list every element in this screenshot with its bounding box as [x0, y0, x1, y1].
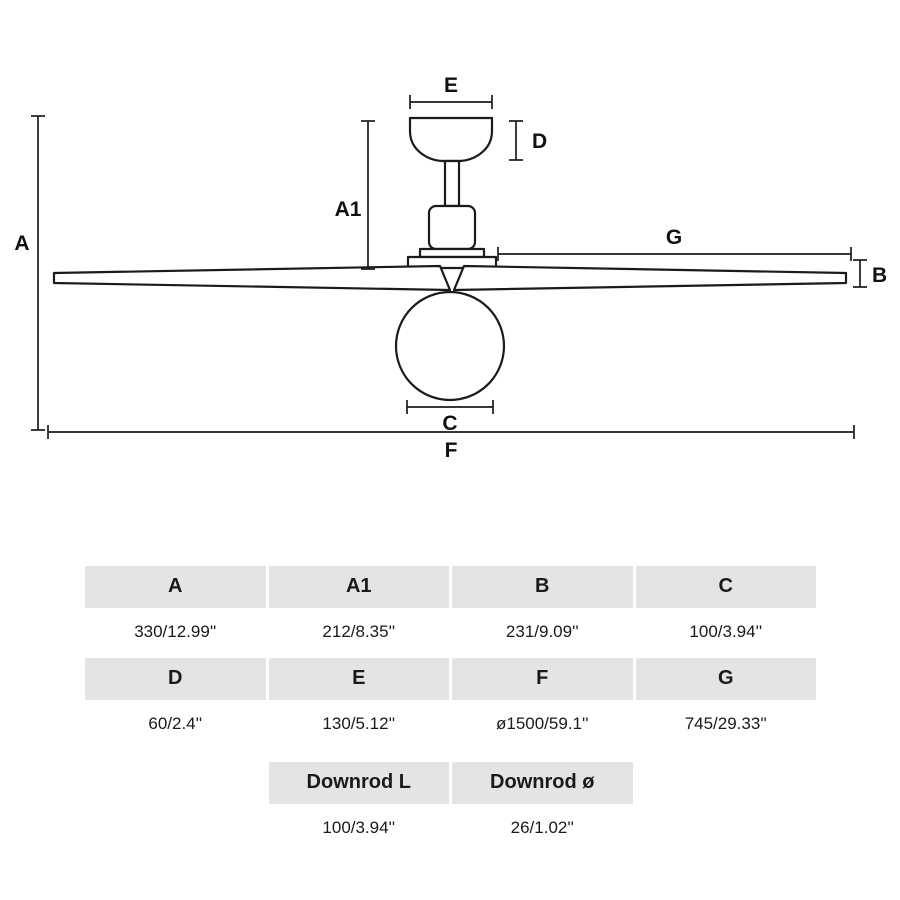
value-cell-e: 130/5.12''	[322, 714, 396, 733]
table-value-row-downrod: 100/3.94'' 26/1.02''	[85, 804, 816, 854]
header-cell-f: F	[452, 658, 633, 700]
dim-E: E	[409, 74, 493, 109]
motor-housing	[427, 204, 477, 251]
dim-A: A	[14, 115, 45, 431]
fan-canopy	[408, 116, 494, 163]
dim-D: D	[509, 120, 547, 161]
empty-cell	[85, 762, 266, 804]
header-cell-a: A	[85, 566, 266, 608]
table-value-row: 330/12.99'' 212/8.35'' 231/9.09'' 100/3.…	[85, 608, 816, 658]
dim-A1: A1	[335, 120, 375, 270]
value-cell-f: ø1500/59.1''	[495, 714, 589, 733]
table-header-row: A A1 B C	[85, 566, 816, 608]
empty-cell	[85, 804, 266, 854]
value-cell-downrod-d: 26/1.02''	[510, 818, 574, 837]
dim-C: C	[406, 400, 494, 435]
motor-flange-top	[418, 247, 486, 259]
table-header-row-downrod: Downrod L Downrod ø	[85, 762, 816, 804]
header-cell-d: D	[85, 658, 266, 700]
empty-cell	[636, 762, 817, 804]
value-cell-a1: 212/8.35''	[322, 622, 396, 641]
value-cell-downrod-l: 100/3.94''	[322, 818, 396, 837]
fan-downrod	[443, 159, 461, 208]
empty-cell	[636, 804, 817, 854]
header-cell-g: G	[635, 658, 816, 700]
fan-blade-right	[452, 264, 848, 292]
value-cell-g: 745/29.33''	[684, 714, 767, 733]
value-cell-b: 231/9.09''	[505, 622, 579, 641]
dim-F-label: F	[445, 439, 458, 462]
table-value-row: 60/2.4'' 130/5.12'' ø1500/59.1'' 745/29.…	[85, 700, 816, 750]
dim-A-label: A	[14, 232, 29, 255]
dim-D-label: D	[532, 130, 547, 153]
motor-flange-base	[406, 255, 498, 270]
dim-B: B	[853, 259, 887, 288]
dim-G-label: G	[666, 226, 682, 249]
dimension-table: A A1 B C 330/12.99'' 212/8.35'' 231/9.09…	[85, 566, 816, 854]
value-cell-c: 100/3.94''	[689, 622, 763, 641]
dim-B-label: B	[872, 264, 887, 287]
header-cell-a1: A1	[268, 566, 449, 608]
header-cell-downrod-l: Downrod L	[268, 762, 449, 804]
dim-G: G	[497, 226, 852, 261]
table-header-row: D E F G	[85, 658, 816, 700]
value-cell-d: 60/2.4''	[148, 714, 203, 733]
header-cell-downrod-d: Downrod ø	[452, 762, 633, 804]
value-cell-a: 330/12.99''	[134, 622, 217, 641]
header-cell-b: B	[452, 566, 633, 608]
dim-A1-label: A1	[335, 198, 362, 221]
dim-C-label: C	[442, 412, 457, 435]
light-globe	[394, 290, 506, 402]
dim-E-label: E	[444, 74, 458, 97]
dim-F: F	[47, 425, 855, 462]
header-cell-c: C	[635, 566, 816, 608]
fan-blade-left	[52, 264, 452, 292]
fan-dimension-diagram: A A1 E D G	[14, 74, 887, 462]
ceiling-fan-drawing	[52, 116, 848, 402]
table-section-gap	[85, 750, 816, 762]
header-cell-e: E	[268, 658, 449, 700]
